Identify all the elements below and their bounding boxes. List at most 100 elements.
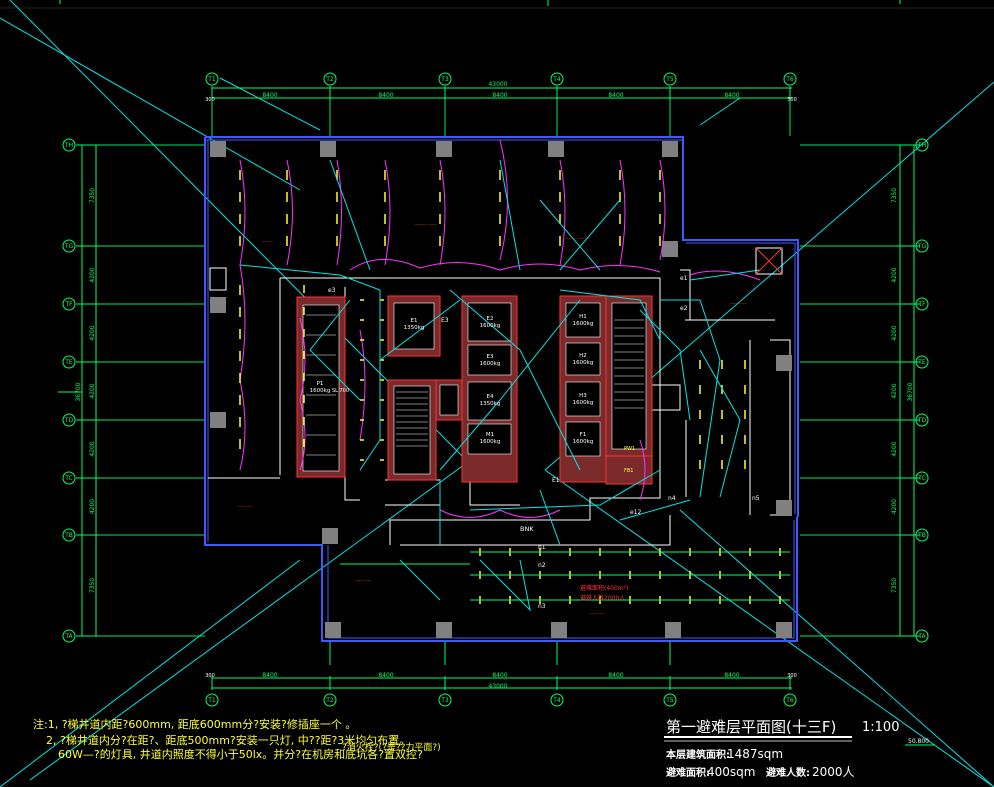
svg-text:TE: TE (64, 359, 73, 366)
grid-extension-lines (96, 98, 900, 637)
design-notes: 注:1, ?梯井道内距?600mm, 距底600mm分?安装?修插座一个 。 2… (33, 717, 441, 761)
refuge-zone-lighting-rows (340, 551, 790, 601)
svg-text:T3: T3 (440, 76, 449, 83)
svg-text:T4: T4 (552, 697, 561, 704)
elevator-capacity: 1600kg (480, 323, 501, 329)
elevator-labels: E1 1350kg E2 1600kg E3 1600kg E4 1350kg … (310, 314, 594, 445)
circuit-n1: n1 (538, 544, 546, 551)
left-bay-dim: 4200 (89, 267, 96, 282)
svg-text:TF: TF (917, 301, 926, 308)
bottom-edge-dim-right: 300 (787, 673, 797, 679)
elevator-label: E3 (487, 354, 494, 360)
circuit-n2: n2 (538, 562, 546, 569)
top-bay-dim-2: 8400 (378, 92, 393, 99)
svg-text:---- ---: ---- --- (238, 504, 252, 510)
floor-elevation: 50.800 (908, 738, 929, 745)
elevator-label: M1 (486, 432, 494, 438)
grid-bubble-bottom-T2: T2 (323, 693, 337, 707)
elevator-capacity: 1600kg (573, 439, 594, 445)
bnk-label: BNK (520, 525, 534, 533)
room-labels-red: -- --- ------ ----- ------- ------ ---- … (238, 222, 746, 617)
top-edge-dim-right: 300 (787, 97, 797, 103)
svg-text:TD: TD (64, 417, 74, 424)
left-bay-dim: 4200 (89, 441, 96, 456)
bottom-bay-dim-4: 8400 (608, 672, 623, 679)
svg-text:T6: T6 (785, 697, 794, 704)
grid-bubble-left-TG: TG (62, 239, 76, 253)
elevator-label: H1 (579, 314, 587, 320)
svg-text:TC: TC (64, 475, 73, 482)
circuit-e2: e2 (680, 305, 688, 312)
grid-bubble-right-TD: TD (915, 413, 929, 427)
circuit-n3: n3 (538, 603, 546, 610)
svg-text:TA: TA (64, 633, 73, 640)
exit-label-e3: E3 (441, 317, 449, 324)
refuge-area-label: 避难面积: (665, 766, 710, 779)
svg-text:T1: T1 (207, 697, 216, 704)
circuit-n5: n5 (752, 495, 760, 502)
svg-text:T1: T1 (207, 76, 216, 83)
bottom-bay-dim-3: 8400 (492, 672, 507, 679)
elevator-capacity: 1600kg (310, 388, 331, 394)
elevator-label: E2 (487, 316, 494, 322)
svg-text:TH: TH (917, 142, 926, 149)
top-edge-dim-left: 300 (205, 97, 215, 103)
svg-text:-- ---: -- --- (262, 239, 273, 245)
grid-bubble-bottom-T3: T3 (438, 693, 452, 707)
note-line-2: 2, ?梯井道内分?在距?、距底500mm?安装一只灯, 中??距?3米均匀布置… (46, 733, 410, 747)
refuge-people-value: 2000人 (812, 765, 855, 779)
elevator-label: E1 (411, 318, 418, 324)
floor-area-label: 本层建筑面积: (666, 748, 730, 761)
svg-text:TH: TH (64, 142, 73, 149)
elevator-label: E4 (487, 394, 494, 400)
refuge-area-value: 400sqm (707, 765, 755, 779)
elevator-capacity: 1600kg (573, 360, 594, 366)
left-bay-dim: 4200 (89, 383, 96, 398)
right-bay-dim: 4200 (891, 441, 898, 456)
svg-text:T2: T2 (325, 76, 334, 83)
building-walls (204, 136, 799, 642)
drawing-scale: 1:100 (862, 720, 899, 735)
grid-bubble-top-T3: T3 (438, 72, 452, 86)
left-bay-dim: 4200 (89, 499, 96, 514)
grid-bubble-bottom-T1: T1 (205, 693, 219, 707)
svg-text:T4: T4 (552, 76, 561, 83)
bottom-overall-dim: 43000 (488, 683, 507, 690)
svg-text:------ -----: ------ ----- (415, 222, 437, 228)
shaft-label-pw1: PW1 (624, 446, 635, 452)
note-line-1: 注:1, ?梯井道内距?600mm, 距底600mm分?安装?修插座一个 。 (33, 717, 356, 731)
grid-bubble-top-T5: T5 (663, 72, 677, 86)
svg-text:TC: TC (917, 475, 926, 482)
grid-bubble-bottom-T4: T4 (550, 693, 564, 707)
right-bay-dim: 4200 (891, 267, 898, 282)
grid-bubble-top-T1: T1 (205, 72, 219, 86)
grid-bubble-left-TH: TH (62, 138, 76, 152)
svg-text:------- ------: ------- ------ (565, 236, 590, 242)
lighting-circuits-magenta (239, 139, 761, 518)
svg-text:T6: T6 (785, 76, 794, 83)
circuit-n4: n4 (668, 495, 676, 502)
left-bay-dim: 7350 (89, 578, 96, 593)
grid-bubble-right-TC: TC (915, 471, 929, 485)
elevator-core (296, 295, 653, 485)
elevator-label: H2 (579, 353, 587, 359)
left-bay-dim: 7350 (89, 188, 96, 203)
elevator-label: F1 (580, 432, 587, 438)
note-line-3: 60W—?的灯具, 井道内照度不得小于50lx。并分?在机房和底坑各?置双控? (58, 747, 423, 761)
grid-bubble-top-T6: T6 (783, 72, 797, 86)
svg-text:TG: TG (64, 243, 74, 250)
top-bay-dim-4: 8400 (608, 92, 623, 99)
refuge-note: 避难面积(400m²) 避难人数2000人 (580, 584, 628, 602)
elevator-label: P1 (317, 381, 324, 387)
top-overall-dim: 43000 (488, 81, 507, 88)
circuit-ids: n1 n2 n3 n4 n5 e1 e2 e3 e12 (328, 275, 760, 610)
grid-bubble-bottom-T5: T5 (663, 693, 677, 707)
svg-text:TA: TA (917, 633, 926, 640)
elevator-capacity: 1350kg (480, 401, 501, 407)
title-block: 第一避难层平面图(十三F) 1:100 50.800 本层建筑面积: 1487s… (664, 718, 935, 779)
grid-bubble-left-TD: TD (62, 413, 76, 427)
elevator-capacity: 1600kg (573, 321, 594, 327)
